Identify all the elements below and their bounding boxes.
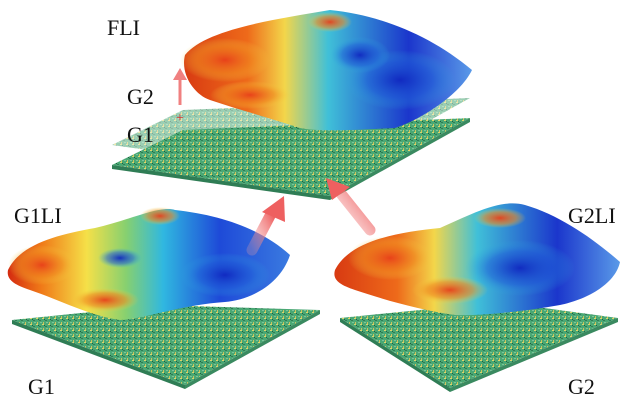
top-fli-surface [180, 10, 473, 131]
left-group [7, 207, 320, 389]
right-g2-plane [340, 302, 618, 388]
left-g1li-surface [7, 207, 291, 320]
top-group: + [112, 10, 473, 200]
plus-mark: + [176, 111, 184, 126]
left-g1-plane [12, 305, 320, 385]
up-arrow-icon [173, 68, 187, 105]
diagonal-arrow-icon [246, 196, 285, 256]
diagonal-arrow-icon [326, 178, 376, 236]
g2-top-label: G2 [127, 84, 154, 109]
g2li-label: G2LI [568, 203, 616, 228]
fli-label: FLI [107, 15, 140, 40]
g1li-label: G1LI [14, 203, 62, 228]
g2-bottom-label: G2 [568, 374, 595, 399]
g1-top-label: G1 [127, 122, 154, 147]
g1-bottom-label: G1 [28, 374, 55, 399]
right-group [334, 203, 620, 392]
right-g2li-surface [334, 203, 620, 316]
